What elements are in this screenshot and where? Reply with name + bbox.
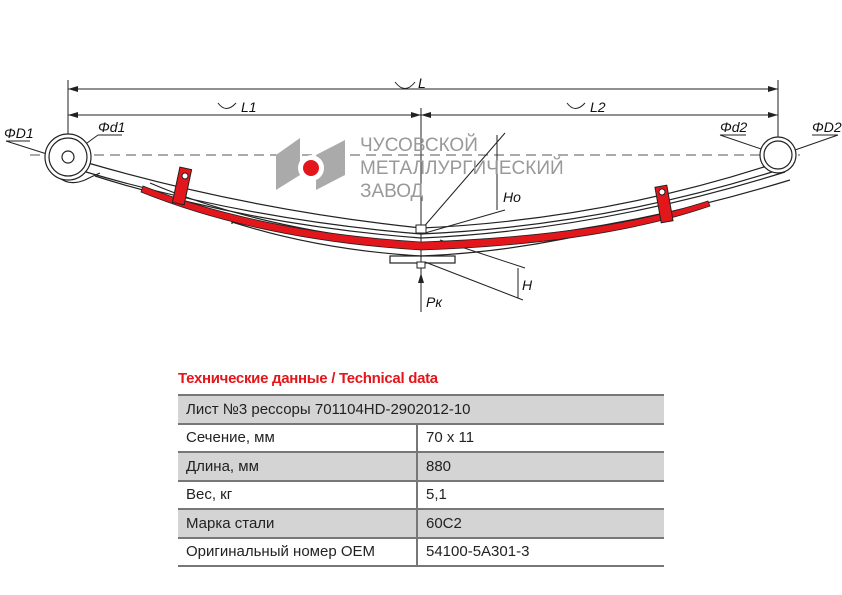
table-header-row: Лист №3 рессоры 701104HD-2902012-10 [178,394,664,425]
label-L: L [418,75,426,91]
logo-line-2: МЕТАЛЛУРГИЧЕСКИЙ [360,157,564,179]
highlighted-leaf [140,185,711,251]
spring-clamp-left [171,166,193,206]
eye-left [44,133,92,181]
row-label: Вес, кг [178,480,417,510]
table-row: Вес, кг 5,1 [178,480,664,510]
table-row: Длина, мм 880 [178,452,664,482]
company-logo: ЧУСОВСКОЙ МЕТАЛЛУРГИЧЕСКИЙ ЗАВОД [276,134,564,202]
dimension-lines [5,80,839,312]
section-title: Технические данные / Technical data [178,370,438,387]
row-value: 54100-5A301-3 [416,537,664,567]
label-Pk: Pк [426,294,443,310]
table-row: Марка стали 60С2 [178,509,664,539]
row-value: 60С2 [416,509,664,539]
logo-line-1: ЧУСОВСКОЙ [360,134,478,156]
leaf-spring-drawing: ЧУСОВСКОЙ МЕТАЛЛУРГИЧЕСКИЙ ЗАВОД L L1 L2… [4,75,842,312]
label-D2: ΦD2 [812,119,842,135]
label-Ho: Ho [503,189,521,205]
row-label: Длина, мм [178,452,417,482]
logo-line-3: ЗАВОД [360,181,424,202]
eye-right [759,136,797,174]
center-bolt [415,224,427,234]
row-value: 70 x 11 [416,423,664,453]
table-row: Сечение, мм 70 x 11 [178,423,664,453]
row-value: 880 [416,452,664,482]
label-d2: Φd2 [720,119,748,135]
table-row: Оригинальный номер OEM 54100-5A301-3 [178,537,664,567]
spring-clamp-right [654,184,674,224]
row-label: Сечение, мм [178,423,417,453]
technical-data-table: Лист №3 рессоры 701104HD-2902012-10 Сече… [178,394,664,567]
row-label: Марка стали [178,509,417,539]
label-d1: Φd1 [98,119,125,135]
row-label: Оригинальный номер OEM [178,537,417,567]
label-L2: L2 [590,99,606,115]
label-D1: ΦD1 [4,125,34,141]
label-L1: L1 [241,99,257,115]
table-header: Лист №3 рессоры 701104HD-2902012-10 [178,394,664,425]
row-value: 5,1 [416,480,664,510]
label-H: H [522,277,533,293]
